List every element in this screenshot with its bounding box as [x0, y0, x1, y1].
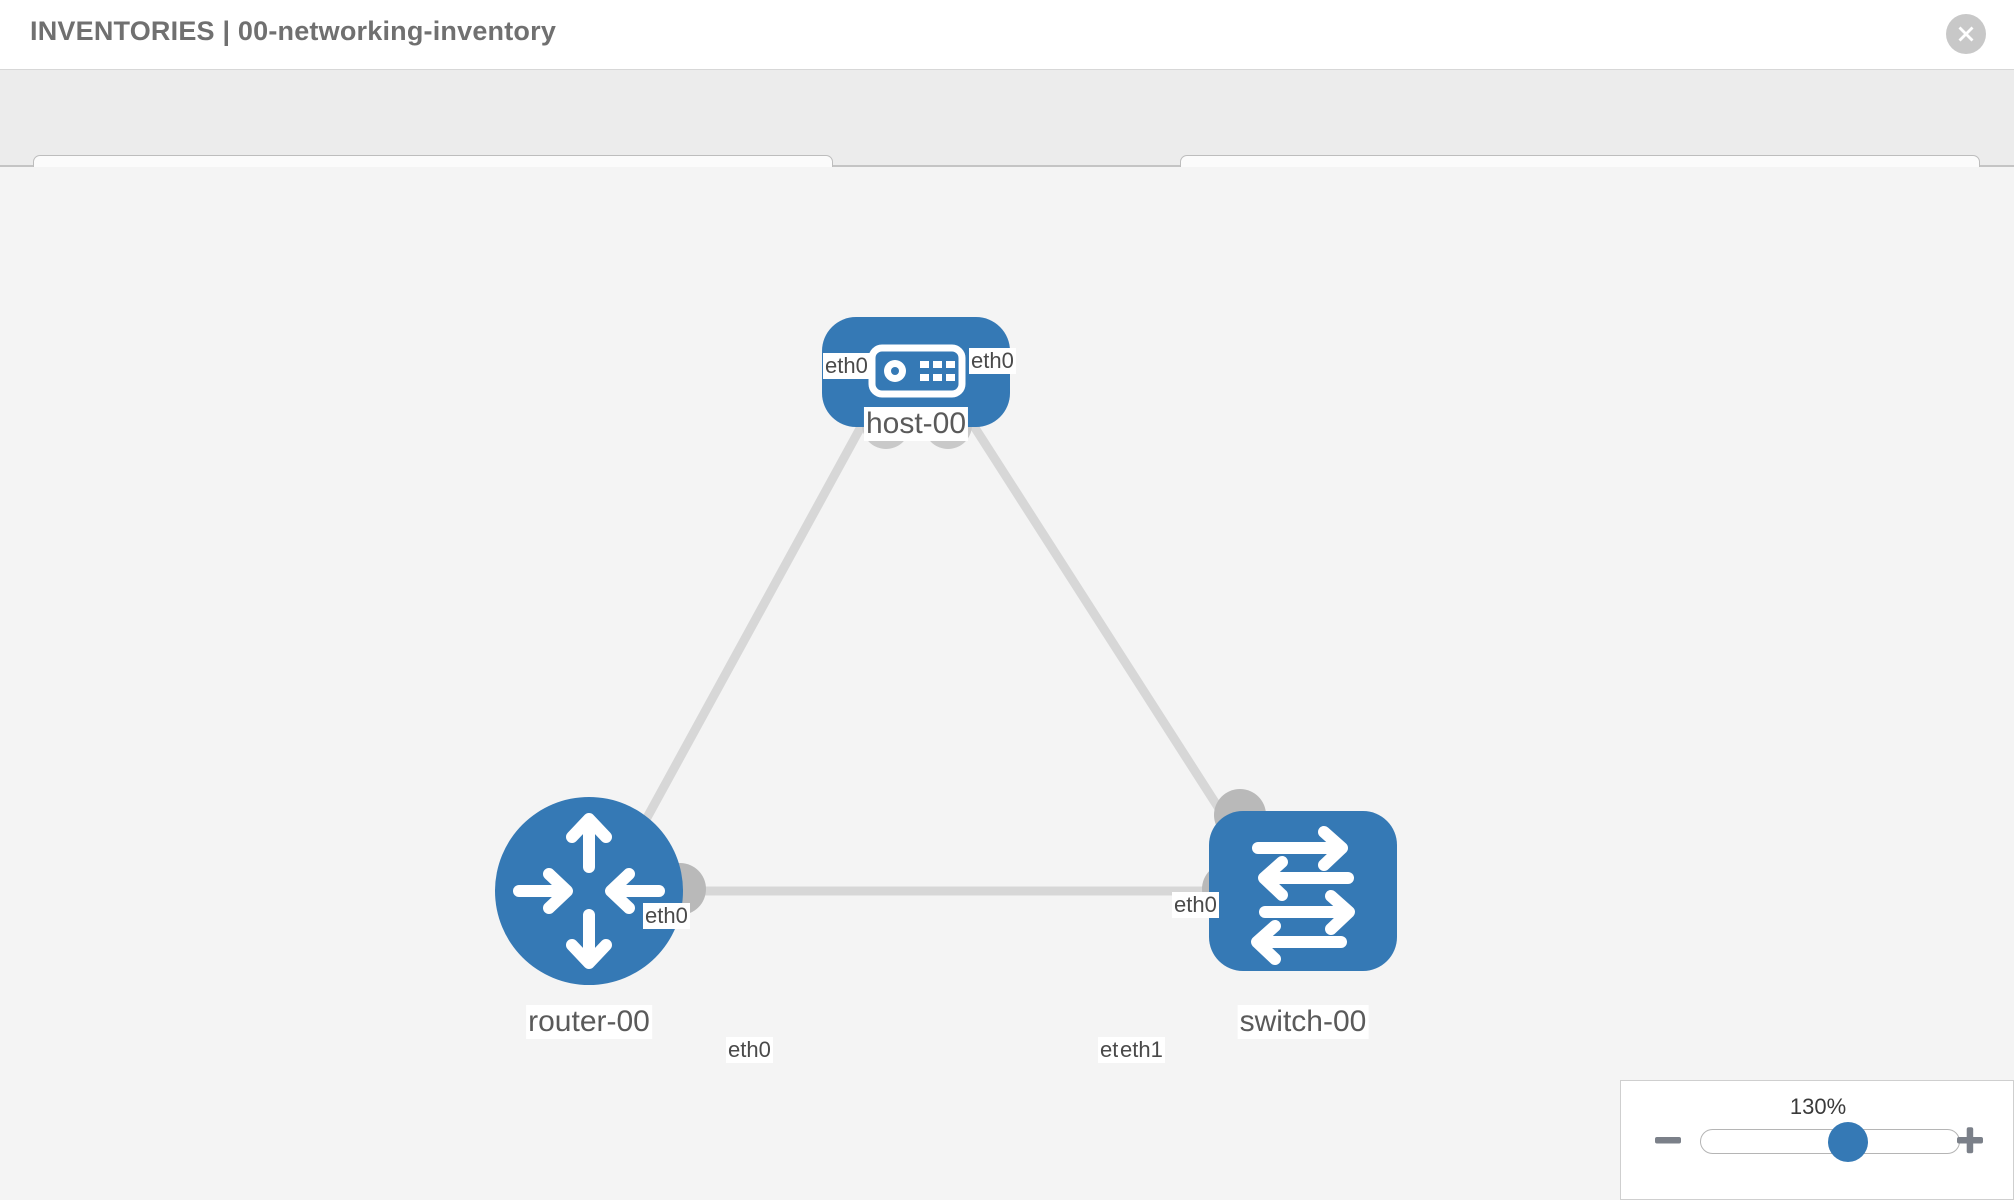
- node-host-00[interactable]: [822, 317, 1010, 427]
- topology-canvas[interactable]: eth0 eth0 eth0 eth0 eth0 eth0 eth1 host-…: [0, 167, 2014, 1200]
- toolbar: ACTIONS: [0, 70, 2014, 212]
- node-label-host-00[interactable]: host-00: [863, 407, 969, 441]
- node-label-switch-00[interactable]: switch-00: [1237, 1005, 1369, 1039]
- topology-graph: [495, 317, 1397, 985]
- interface-label-host00-eth0-right[interactable]: eth0: [969, 348, 1016, 374]
- interface-label-host00-eth0-left[interactable]: eth0: [823, 353, 870, 379]
- switch-arrows-icon: [1251, 826, 1355, 965]
- page-title: INVENTORIES | 00-networking-inventory: [30, 16, 557, 46]
- plus-icon[interactable]: [1953, 1123, 1987, 1157]
- interface-label-router00-eth0-uplink[interactable]: eth0: [643, 903, 690, 929]
- server-icon: [868, 344, 966, 398]
- router-arrows-icon: [513, 813, 665, 969]
- node-shape[interactable]: [495, 797, 683, 985]
- zoom-slider-thumb[interactable]: [1828, 1122, 1869, 1162]
- interface-label-router00-eth0-trunk[interactable]: eth0: [726, 1037, 773, 1063]
- zoom-slider-track[interactable]: [1700, 1122, 1960, 1162]
- page-header: INVENTORIES | 00-networking-inventory: [0, 0, 2014, 70]
- zoom-control: 130%: [1620, 1080, 2014, 1200]
- node-router-00[interactable]: [495, 797, 683, 985]
- minus-icon[interactable]: [1651, 1123, 1685, 1157]
- interface-label-switch00-eth0-uplink[interactable]: eth0: [1172, 892, 1219, 918]
- node-shape[interactable]: [822, 317, 1010, 427]
- zoom-percent-label: 130%: [1789, 1094, 1847, 1119]
- link-host00-switch00[interactable]: [948, 389, 1254, 860]
- link-host00-router00[interactable]: [616, 389, 884, 870]
- interface-label-switch00-eth1-trunk[interactable]: eth1: [1118, 1037, 1165, 1063]
- close-icon[interactable]: [1946, 14, 1986, 54]
- node-label-router-00[interactable]: router-00: [526, 1005, 652, 1039]
- node-switch-00[interactable]: [1209, 811, 1397, 971]
